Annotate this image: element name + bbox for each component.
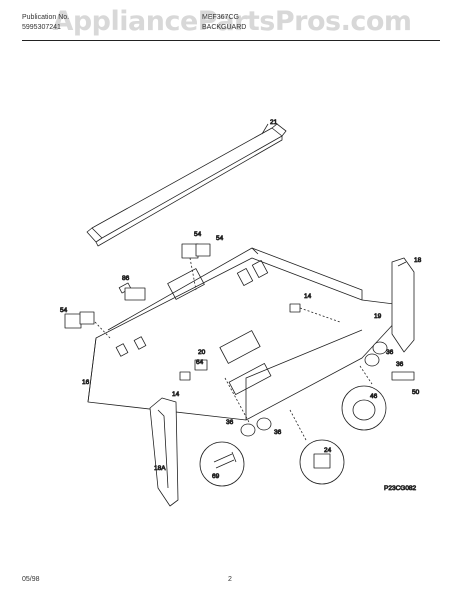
callout-54-c: 54 (60, 307, 68, 314)
callout-54-b: 54 (216, 235, 224, 242)
callout-20: 20 (198, 349, 206, 356)
footer-date: 05/98 (22, 576, 40, 583)
publication-number: 5995307241 (22, 24, 61, 31)
detail-switch-circle (299, 439, 345, 485)
section-title: BACKGUARD (202, 24, 247, 31)
knobs (240, 341, 388, 437)
callout-64: 64 (196, 359, 204, 366)
callout-54-a: 54 (194, 231, 202, 238)
detail-switch (313, 453, 331, 469)
publication-label: Publication No. (22, 14, 70, 21)
callout-14-b: 14 (172, 391, 180, 398)
end-cap-right (391, 257, 415, 353)
callout-36-b: 36 (386, 349, 394, 356)
watermark: AppliancePartsPros.com (52, 6, 412, 37)
callout-19: 19 (374, 313, 382, 320)
detail-screw (213, 451, 237, 469)
callout-21: 21 (270, 119, 278, 126)
detail-screw-circle (199, 441, 245, 487)
callout-18a: 18A (154, 465, 166, 472)
callout-18: 18 (414, 257, 422, 264)
callout-36-c: 36 (226, 419, 234, 426)
detail-knob-circle (341, 385, 387, 431)
leader-lines (94, 257, 373, 441)
top-trim-part (86, 123, 287, 247)
header-rule (22, 40, 440, 41)
callout-86: 86 (122, 275, 130, 282)
callout-14-a: 14 (304, 293, 312, 300)
backguard-panel (87, 247, 411, 421)
end-cap-left (149, 397, 179, 507)
leader-21 (261, 123, 269, 135)
detail-knob (352, 399, 376, 421)
model-number: MEF367CG (202, 14, 239, 21)
callout-16: 16 (82, 379, 90, 386)
callout-69: 69 (212, 473, 220, 480)
diagram-code: P23CG082 (384, 485, 417, 492)
callout-50: 50 (412, 389, 420, 396)
callout-46: 46 (370, 393, 378, 400)
clips (64, 243, 415, 381)
callout-24: 24 (324, 447, 332, 454)
callout-36-a: 36 (396, 361, 404, 368)
callout-36-d: 36 (274, 429, 282, 436)
footer-page-number: 2 (228, 576, 232, 583)
